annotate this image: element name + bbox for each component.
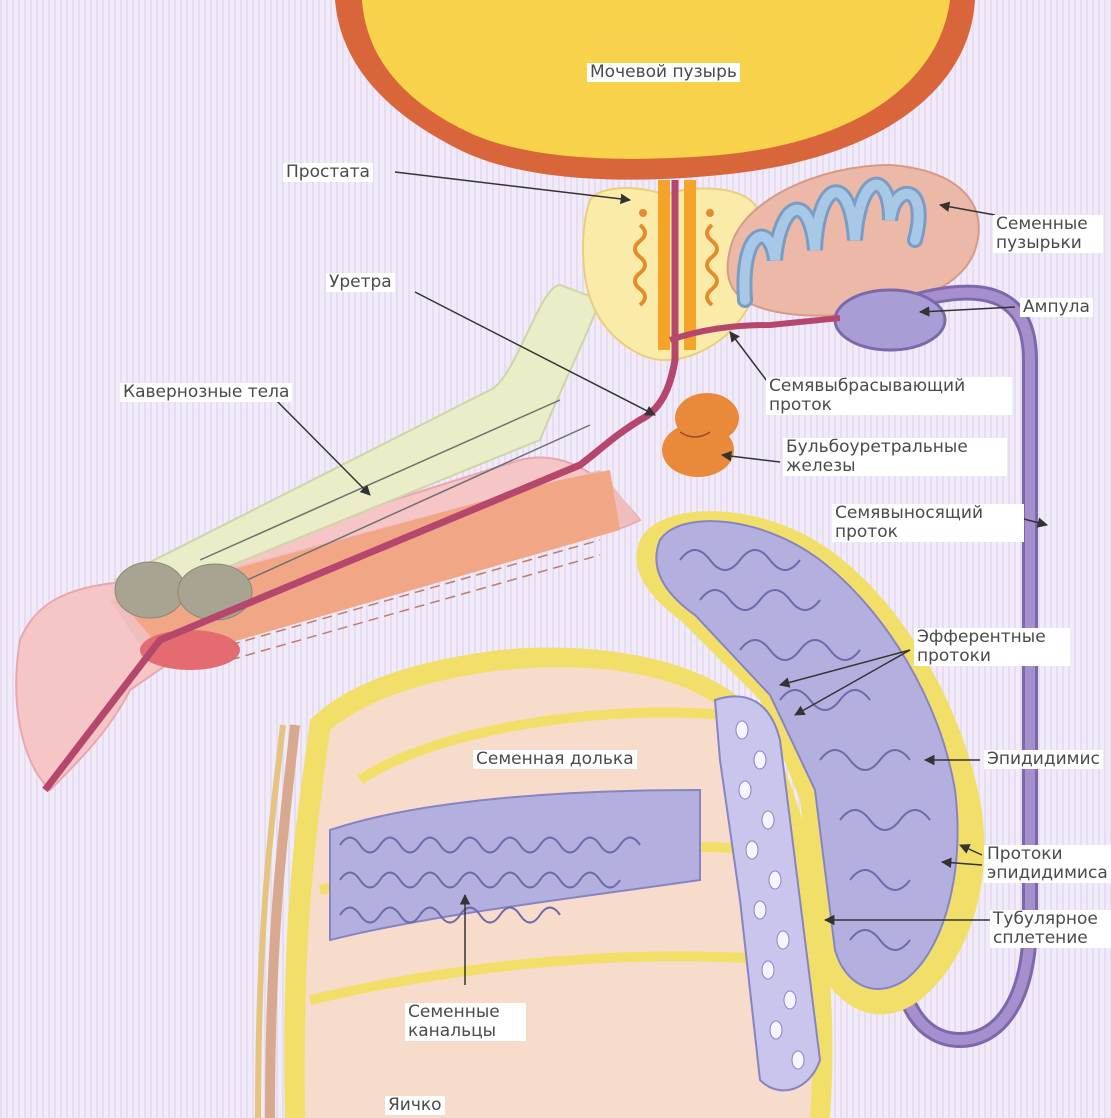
efferent-ducts-label: Эфферентные протоки bbox=[914, 628, 1070, 666]
seminiferous-tubules-label: Семенные канальцы bbox=[405, 1003, 526, 1041]
bladder-label: Мочевой пузырь bbox=[587, 63, 740, 82]
ampulla-label: Ампула bbox=[1020, 298, 1093, 317]
vas-deferens-label: Семявыносящий проток bbox=[832, 504, 1024, 542]
seminal-lobule-label: Семенная долька bbox=[473, 750, 637, 769]
corpora-cavernosa-label: Кавернозные тела bbox=[120, 383, 292, 402]
cavernosa-section-left bbox=[115, 562, 185, 618]
rete-testis-label: Тубулярное сплетение bbox=[990, 910, 1111, 948]
ejaculatory-duct-label: Семявыбрасывающий проток bbox=[766, 377, 1012, 415]
epididymis-label: Эпидидимис bbox=[984, 750, 1103, 769]
urethra-label: Уретра bbox=[326, 273, 395, 292]
ampulla-shape bbox=[835, 290, 945, 350]
epididymis-ducts-label: Протоки эпидидимиса bbox=[984, 845, 1111, 883]
cavernosa-section-right bbox=[178, 564, 252, 620]
prostate-label: Простата bbox=[283, 163, 373, 182]
testis-label: Яичко bbox=[385, 1096, 445, 1115]
seminal-vesicles-label: Семенные пузырьки bbox=[993, 215, 1103, 253]
bulbourethral-glands-label: Бульбоуретральные железы bbox=[783, 438, 1007, 476]
testis bbox=[258, 648, 832, 1118]
